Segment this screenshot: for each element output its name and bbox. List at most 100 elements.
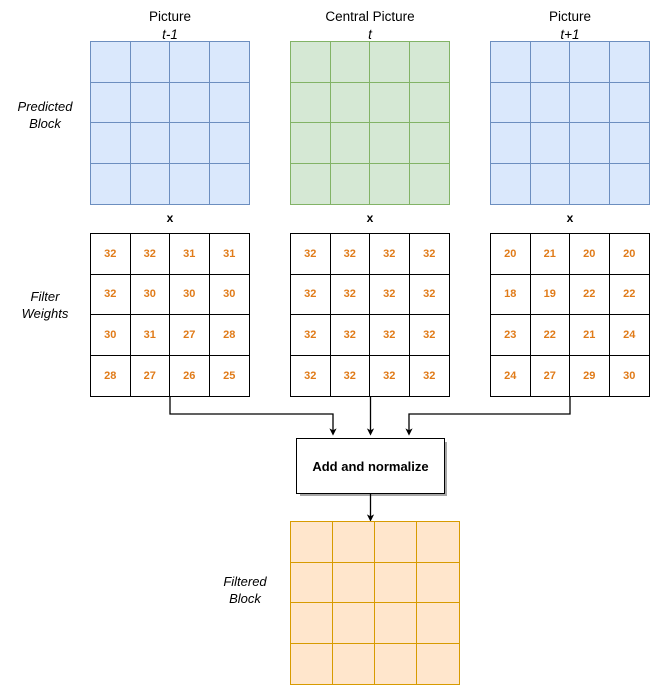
predicted-block-central	[290, 41, 450, 205]
weight-cell: 20	[609, 234, 649, 275]
weight-cell: 19	[530, 274, 570, 315]
multiply-symbol-next: x	[566, 211, 574, 225]
row-label-filtered-block-line2: Block	[229, 591, 261, 606]
column-header-prev-subtitle: t-1	[162, 27, 178, 42]
weight-cell: 30	[609, 355, 649, 396]
grid-cell	[491, 42, 531, 83]
grid-cell	[491, 82, 531, 123]
grid-cell	[417, 562, 459, 603]
weight-cell: 31	[170, 234, 210, 275]
weight-cell: 32	[330, 274, 370, 315]
grid-cell	[291, 643, 333, 684]
grid-cell	[330, 123, 370, 164]
weight-cell: 29	[570, 355, 610, 396]
column-header-central-title: Central Picture	[325, 9, 415, 24]
grid-cell	[609, 42, 649, 83]
row-label-filtered-block-line1: Filtered	[223, 574, 267, 589]
grid-cell	[370, 42, 410, 83]
grid-cell	[530, 123, 570, 164]
weight-cell: 32	[330, 234, 370, 275]
grid-cell	[417, 522, 459, 563]
row-label-filter-weights: Filter Weights	[0, 288, 90, 322]
grid-cell	[91, 82, 131, 123]
weight-cell: 22	[530, 315, 570, 356]
row-label-predicted-block: Predicted Block	[0, 98, 90, 132]
weight-cell: 32	[291, 315, 331, 356]
grid-cell	[530, 163, 570, 204]
grid-cell	[570, 42, 610, 83]
grid-cell	[417, 603, 459, 644]
grid-cell	[209, 42, 249, 83]
multiply-symbol-prev: x	[166, 211, 174, 225]
row-label-filtered-block: Filtered Block	[185, 573, 305, 607]
grid-cell	[291, 603, 333, 644]
grid-cell	[570, 163, 610, 204]
grid-cell	[130, 163, 170, 204]
grid-cell	[530, 42, 570, 83]
grid-cell	[333, 562, 375, 603]
grid-cell	[333, 603, 375, 644]
multiply-symbol-central: x	[366, 211, 374, 225]
grid-cell	[330, 42, 370, 83]
weight-cell: 32	[291, 234, 331, 275]
weight-cell: 30	[130, 274, 170, 315]
column-header-central: Central Picture t	[270, 8, 470, 44]
grid-cell	[170, 123, 210, 164]
weight-cell: 30	[170, 274, 210, 315]
column-header-next-subtitle: t+1	[560, 27, 580, 42]
grid-cell	[375, 603, 417, 644]
grid-cell	[291, 82, 331, 123]
weight-cell: 32	[330, 315, 370, 356]
weight-cell: 32	[409, 234, 449, 275]
grid-cell	[609, 123, 649, 164]
filter-weights-central: 32 32 32 32 32 32 32 32 32 32 32 32 32 3…	[290, 233, 450, 397]
connector-prev-to-process	[169, 397, 337, 436]
column-header-prev-title: Picture	[148, 9, 192, 24]
weight-cell: 27	[530, 355, 570, 396]
grid-cell	[91, 123, 131, 164]
grid-cell	[417, 643, 459, 684]
weight-cell: 32	[291, 355, 331, 396]
weight-cell: 28	[91, 355, 131, 396]
connector-next-to-process	[405, 397, 571, 436]
grid-cell	[370, 123, 410, 164]
grid-cell	[491, 123, 531, 164]
weight-cell: 32	[370, 315, 410, 356]
weight-cell: 25	[209, 355, 249, 396]
weight-cell: 32	[370, 355, 410, 396]
grid-cell	[609, 163, 649, 204]
weight-cell: 32	[409, 315, 449, 356]
weight-cell: 32	[370, 274, 410, 315]
weight-cell: 23	[491, 315, 531, 356]
process-box-add-and-normalize[interactable]: Add and normalize	[296, 438, 445, 494]
weight-cell: 27	[130, 355, 170, 396]
weight-cell: 21	[570, 315, 610, 356]
weight-cell: 31	[130, 315, 170, 356]
grid-cell	[375, 522, 417, 563]
grid-cell	[291, 123, 331, 164]
weight-cell: 21	[530, 234, 570, 275]
grid-cell	[130, 82, 170, 123]
weight-cell: 32	[91, 274, 131, 315]
weight-cell: 32	[291, 274, 331, 315]
weight-cell: 30	[209, 274, 249, 315]
weight-cell: 26	[170, 355, 210, 396]
weight-cell: 31	[209, 234, 249, 275]
weight-cell: 32	[370, 234, 410, 275]
grid-cell	[333, 643, 375, 684]
grid-cell	[291, 42, 331, 83]
weight-cell: 32	[130, 234, 170, 275]
weight-cell: 28	[209, 315, 249, 356]
predicted-block-next	[490, 41, 650, 205]
grid-cell	[209, 123, 249, 164]
weight-cell: 20	[491, 234, 531, 275]
grid-cell	[491, 163, 531, 204]
grid-cell	[609, 82, 649, 123]
grid-cell	[333, 522, 375, 563]
grid-cell	[330, 82, 370, 123]
grid-cell	[570, 82, 610, 123]
grid-cell	[570, 123, 610, 164]
weight-cell: 24	[491, 355, 531, 396]
weight-cell: 30	[91, 315, 131, 356]
